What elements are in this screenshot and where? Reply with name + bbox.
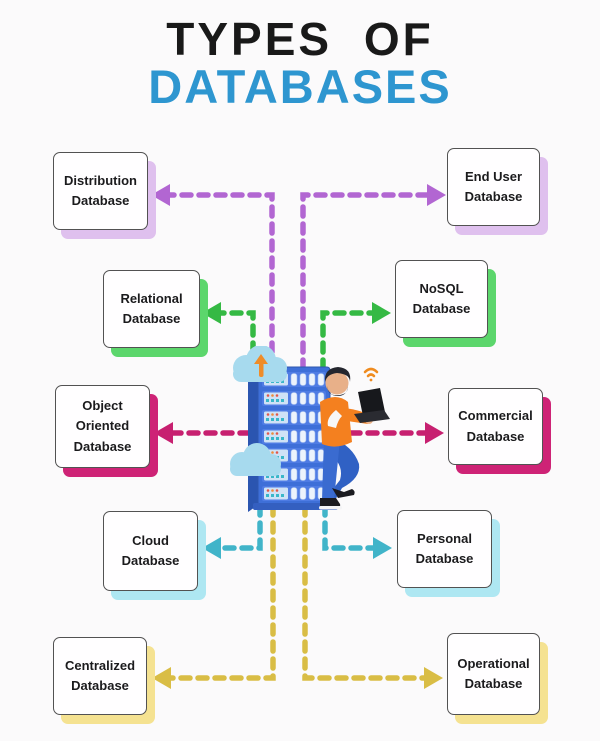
box-distribution-database: Distribution Database	[53, 152, 148, 230]
box-end-user-database: End User Database	[447, 148, 540, 226]
box-label: Relational Database	[120, 290, 183, 326]
box-label: Operational Database	[457, 655, 530, 691]
arrowhead-right-yellow	[424, 667, 443, 689]
arrowhead-left-magenta	[154, 422, 173, 444]
title-line-2: DATABASES	[148, 59, 452, 113]
box-label: Personal Database	[415, 530, 474, 566]
person-figure	[319, 367, 390, 510]
arrowhead-left-yellow	[152, 667, 171, 689]
wifi-icon	[363, 367, 379, 382]
arrow-distribution-database	[165, 192, 432, 423]
arrowhead-left-purple	[151, 184, 170, 206]
arrowhead-left-cyan	[202, 537, 221, 559]
arrowhead-right-magenta	[425, 422, 444, 444]
arrowheads	[151, 184, 446, 689]
box-label: End User Database	[464, 168, 523, 204]
arrow-end-user-database	[300, 192, 432, 423]
server-illustration	[230, 346, 390, 512]
page-title: TYPES OF DATABASES	[0, 16, 600, 111]
box-commercial-database: Commercial Database	[448, 388, 543, 465]
title-line-1: TYPES OF	[166, 13, 434, 65]
box-cloud-database: Cloud Database	[103, 511, 198, 591]
hair	[324, 367, 351, 382]
server-shelves	[262, 372, 326, 501]
laptop-icon	[354, 388, 390, 423]
upload-arrow-icon	[259, 362, 264, 377]
cloud-upload-icon	[233, 346, 287, 382]
box-object-oriented-database: Object Oriented Database	[55, 385, 150, 468]
cloud-icon	[230, 443, 281, 476]
head	[325, 371, 349, 395]
box-label: Distribution Database	[64, 172, 137, 208]
box-label: Centralized Database	[64, 657, 136, 693]
box-label: NoSQL Database	[412, 280, 471, 316]
arrowhead-left-green	[202, 302, 221, 324]
box-label: Cloud Database	[121, 532, 180, 568]
arrowhead-right-cyan	[373, 537, 392, 559]
arrow-centralized-database	[166, 435, 429, 681]
arrow-operational-database	[302, 435, 429, 681]
arrowhead-right-purple	[427, 184, 446, 206]
box-label: Object Oriented Database	[73, 398, 132, 454]
box-label: Commercial Database	[458, 408, 533, 444]
box-operational-database: Operational Database	[447, 633, 540, 715]
box-personal-database: Personal Database	[397, 510, 492, 588]
sneaker-icon	[319, 488, 355, 510]
arrowhead-right-green	[372, 302, 391, 324]
box-centralized-database: Centralized Database	[53, 637, 147, 715]
box-nosql-database: NoSQL Database	[395, 260, 488, 338]
box-relational-database: Relational Database	[103, 270, 200, 348]
